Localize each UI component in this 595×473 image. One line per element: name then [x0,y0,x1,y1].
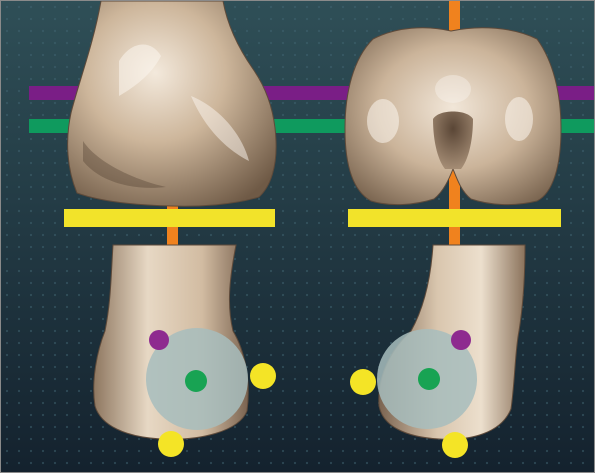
right-yellow-bar [348,209,561,227]
left-yellow-bar [64,209,275,227]
left-green-dot [185,370,207,392]
left-yellow-dot-right [250,363,276,389]
right-orange-axis-lower [449,227,460,241]
right-femur-highlight-right [505,97,533,141]
left-orange-axis-lower [167,227,178,241]
right-yellow-dot-left [350,369,376,395]
right-purple-dot [451,330,471,350]
right-femur-highlight-center [435,75,471,103]
left-yellow-dot-bottom [158,431,184,457]
right-femur-highlight-left [367,99,399,143]
right-yellow-dot-bottom [442,432,468,458]
left-purple-dot [149,330,169,350]
right-green-dot [418,368,440,390]
